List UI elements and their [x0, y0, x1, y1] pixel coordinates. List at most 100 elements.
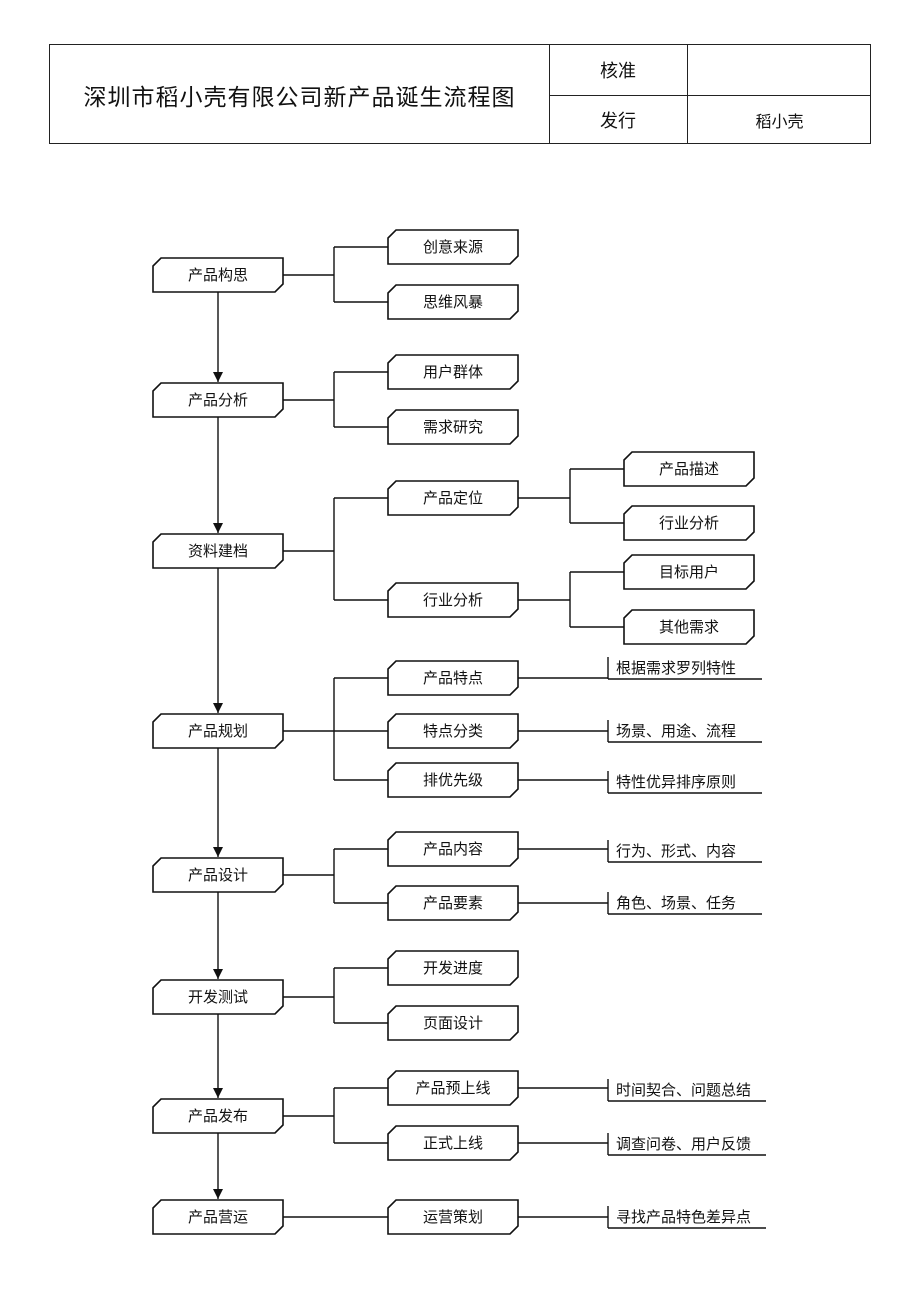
stage-node: 产品规划	[152, 713, 284, 749]
stage-node: 资料建档	[152, 533, 284, 569]
note-n1: 根据需求罗列特性	[607, 657, 762, 680]
sub-node: 创意来源	[387, 229, 519, 265]
node-box	[387, 1199, 519, 1235]
issue-value: 稻小壳	[755, 112, 804, 131]
sub-node: 开发进度	[387, 950, 519, 986]
node-box	[152, 979, 284, 1015]
sub-node: 页面设计	[387, 1005, 519, 1041]
header-divider-vertical	[549, 45, 550, 143]
note-label: 场景、用途、流程	[616, 722, 736, 740]
node-box	[152, 1199, 284, 1235]
node-label: 产品规划	[188, 722, 248, 740]
node-label: 产品特点	[423, 669, 483, 687]
node-label: 行业分析	[423, 591, 483, 609]
sub-node: 正式上线	[387, 1125, 519, 1161]
node-box	[387, 480, 519, 516]
node-box	[623, 554, 755, 590]
sub-node: 特点分类	[387, 713, 519, 749]
node-label: 创意来源	[423, 238, 483, 256]
sub-node: 排优先级	[387, 762, 519, 798]
node-label: 页面设计	[423, 1014, 483, 1032]
sub-node: 行业分析	[387, 582, 519, 618]
node-box	[387, 284, 519, 320]
node-box	[387, 762, 519, 798]
node-box	[387, 713, 519, 749]
detail-node: 产品描述	[623, 451, 755, 487]
node-box	[152, 713, 284, 749]
header-table: 深圳市稻小壳有限公司新产品诞生流程图 核准 发行 稻小壳	[49, 44, 871, 144]
stage-node: 产品设计	[152, 857, 284, 893]
stage-node: 产品分析	[152, 382, 284, 418]
sub-node: 产品内容	[387, 831, 519, 867]
note-label: 时间契合、问题总结	[616, 1081, 751, 1099]
header-divider-horizontal	[549, 95, 870, 96]
node-label: 产品营运	[188, 1208, 248, 1226]
node-box	[387, 950, 519, 986]
node-box	[152, 533, 284, 569]
node-box	[623, 505, 755, 541]
node-label: 资料建档	[188, 542, 248, 560]
note-n2: 场景、用途、流程	[607, 720, 762, 743]
node-label: 产品发布	[188, 1107, 248, 1125]
node-label: 开发测试	[188, 988, 248, 1006]
detail-node: 目标用户	[623, 554, 755, 590]
node-box	[387, 354, 519, 390]
node-box	[387, 229, 519, 265]
node-label: 开发进度	[423, 959, 483, 977]
node-label: 产品预上线	[415, 1079, 490, 1097]
note-n3: 特性优异排序原则	[607, 771, 762, 794]
node-box	[387, 885, 519, 921]
note-n4: 行为、形式、内容	[607, 840, 762, 863]
note-label: 角色、场景、任务	[616, 894, 736, 912]
node-label: 思维风暴	[423, 293, 483, 311]
sub-node: 需求研究	[387, 409, 519, 445]
sub-node: 运营策划	[387, 1199, 519, 1235]
header-divider-vertical-2	[687, 45, 688, 143]
node-box	[387, 660, 519, 696]
stage-node: 产品营运	[152, 1199, 284, 1235]
stage-node: 开发测试	[152, 979, 284, 1015]
note-label: 寻找产品特色差异点	[616, 1208, 751, 1226]
connector-lines	[213, 246, 624, 1218]
stage-node: 产品构思	[152, 257, 284, 293]
document-title: 深圳市稻小壳有限公司新产品诞生流程图	[83, 85, 516, 111]
sub-node: 产品定位	[387, 480, 519, 516]
node-label: 用户群体	[423, 363, 483, 381]
node-label: 产品描述	[659, 460, 719, 478]
node-label: 产品要素	[423, 894, 483, 912]
sub-node: 产品要素	[387, 885, 519, 921]
issue-label: 发行	[600, 111, 636, 132]
node-box	[152, 257, 284, 293]
node-box	[152, 382, 284, 418]
node-label: 排优先级	[423, 771, 483, 789]
node-label: 产品定位	[423, 489, 483, 507]
node-box	[387, 1125, 519, 1161]
node-label: 产品分析	[188, 391, 248, 409]
node-box	[387, 1005, 519, 1041]
node-box	[387, 831, 519, 867]
sub-node: 思维风暴	[387, 284, 519, 320]
node-label: 正式上线	[423, 1134, 483, 1152]
node-label: 特点分类	[423, 722, 483, 740]
node-label: 运营策划	[423, 1208, 483, 1226]
node-box	[623, 609, 755, 645]
approve-label: 核准	[600, 61, 636, 82]
stage-node: 产品发布	[152, 1098, 284, 1134]
note-n5: 角色、场景、任务	[607, 892, 762, 915]
note-label: 调查问卷、用户反馈	[616, 1135, 751, 1153]
note-label: 行为、形式、内容	[616, 842, 736, 860]
note-label: 特性优异排序原则	[616, 773, 736, 791]
note-label: 根据需求罗列特性	[616, 659, 736, 677]
detail-node: 行业分析	[623, 505, 755, 541]
node-label: 产品内容	[423, 840, 483, 858]
node-label: 行业分析	[659, 514, 719, 532]
note-n7: 调查问卷、用户反馈	[607, 1133, 766, 1156]
node-box	[387, 1070, 519, 1106]
node-box	[387, 409, 519, 445]
node-label: 产品设计	[188, 866, 248, 884]
node-box	[152, 857, 284, 893]
node-label: 需求研究	[423, 418, 483, 436]
node-box	[152, 1098, 284, 1134]
